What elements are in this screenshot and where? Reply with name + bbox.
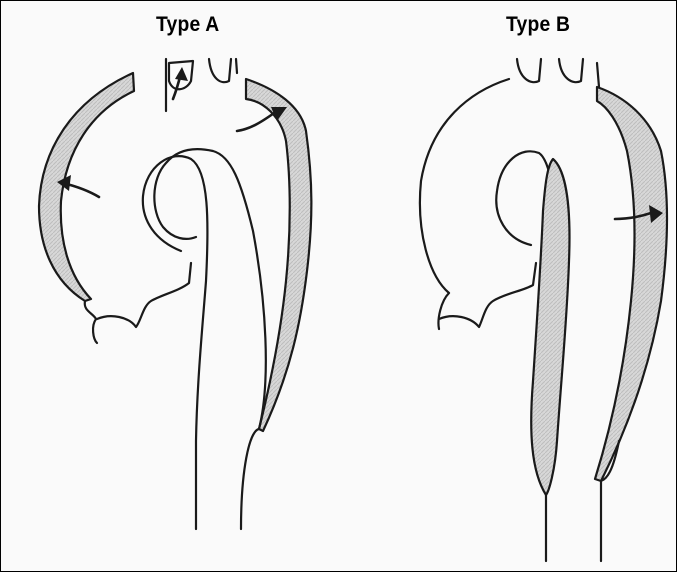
type-b-vessel-2 [559,59,583,82]
type-a-inner-arch [143,156,208,529]
type-b-aorta [420,59,667,561]
type-a-inner-arch-2 [154,149,265,529]
type-b-inner-wedge [531,159,569,495]
type-b-vessel-3 [597,63,599,87]
type-a-vessel-2 [209,59,231,82]
type-a-vessel-3 [236,59,237,73]
type-a-ascending-false-lumen [39,73,134,301]
type-a-arrow-top [173,67,188,99]
type-a-aorta [39,59,311,529]
type-b-descending-false-lumen [595,87,667,481]
type-b-root [439,263,536,327]
type-a-outer-wall [85,301,97,343]
type-b-vessel-1 [517,59,541,82]
type-a-descending-false-lumen [246,79,311,431]
type-a-root [97,263,191,327]
